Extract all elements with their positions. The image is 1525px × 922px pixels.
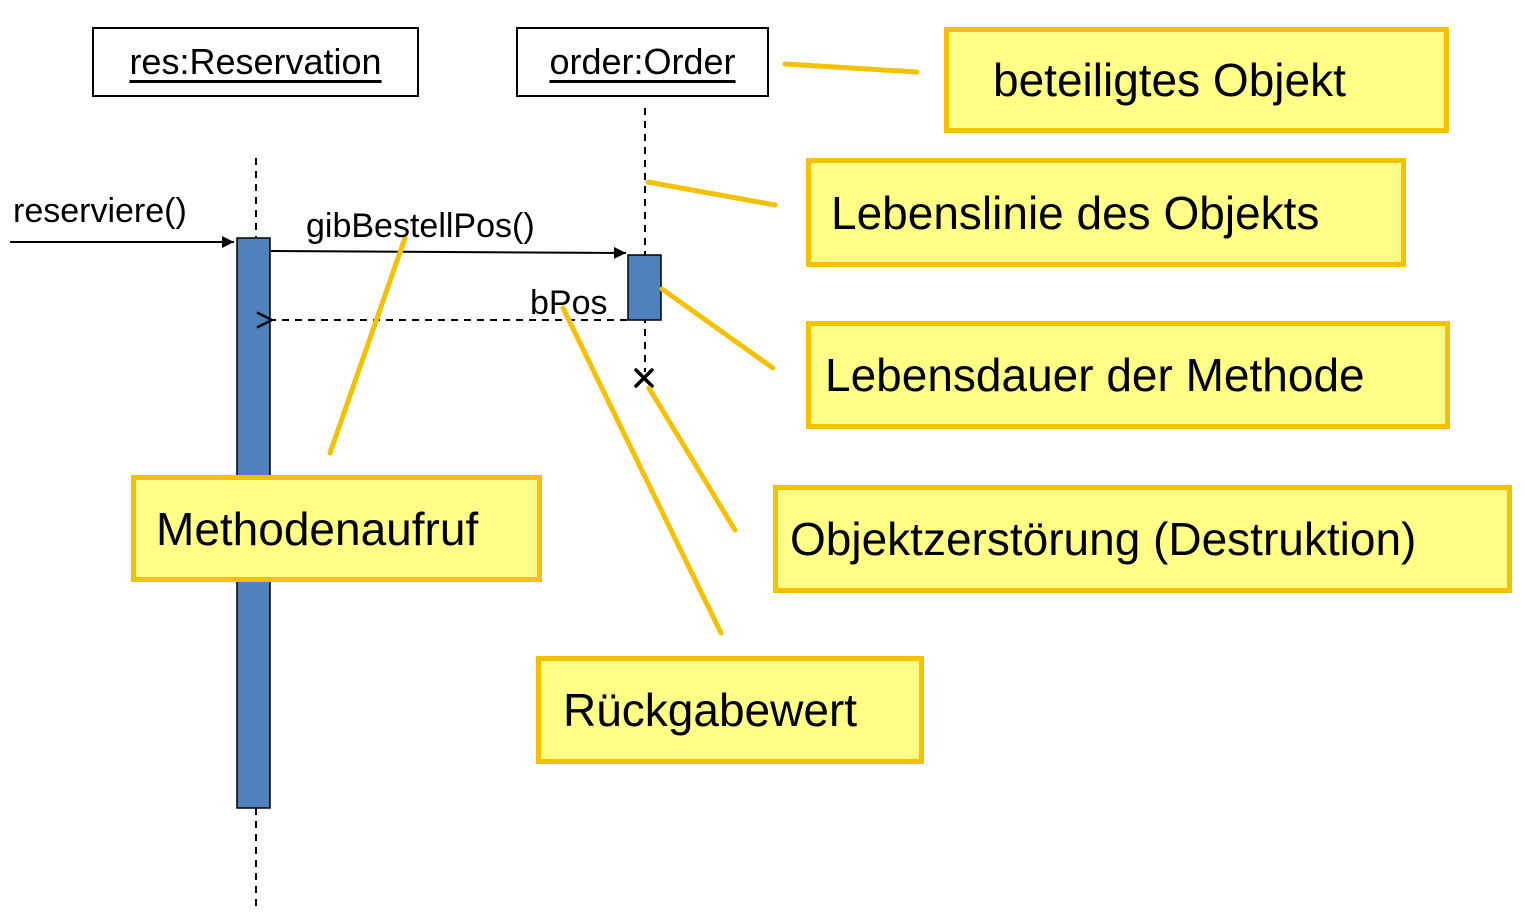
destruction-x-icon bbox=[634, 368, 654, 388]
return-note: Rückgabewert bbox=[536, 656, 924, 764]
return-value-label: bPos bbox=[530, 284, 608, 322]
order-object-label: order:Order bbox=[549, 41, 736, 82]
activation-note-text: Lebensdauer der Methode bbox=[825, 349, 1365, 401]
participant-note-text: beteiligtes Objekt bbox=[993, 54, 1346, 106]
reservation-object-label: res:Reservation bbox=[129, 41, 382, 82]
destruction-note: Objektzerstörung (Destruktion) bbox=[773, 485, 1512, 593]
participant-note: beteiligtes Objekt bbox=[944, 27, 1449, 133]
order-object-box: order:Order bbox=[516, 27, 769, 97]
method-call-note-text: Methodenaufruf bbox=[156, 502, 479, 555]
lifeline-note: Lebenslinie des Objekts bbox=[806, 158, 1406, 267]
activation-connector bbox=[659, 286, 776, 371]
method-call-note: Methodenaufruf bbox=[131, 475, 542, 582]
lifeline-connector bbox=[645, 179, 778, 208]
return-connector bbox=[560, 305, 724, 636]
destruction-connector bbox=[646, 385, 738, 533]
activation-note: Lebensdauer der Methode bbox=[806, 321, 1450, 429]
participant-connector bbox=[782, 61, 920, 75]
return-note-text: Rückgabewert bbox=[563, 684, 858, 736]
entry-call-label: reserviere() bbox=[13, 192, 187, 230]
call-label: gibBestellPos() bbox=[306, 207, 535, 245]
destruction-note-text: Objektzerstörung (Destruktion) bbox=[790, 513, 1417, 565]
reservation-object-box: res:Reservation bbox=[92, 27, 419, 97]
call-arrow bbox=[270, 246, 627, 259]
method-call-connector bbox=[327, 235, 408, 456]
order-activation-bar bbox=[627, 254, 662, 321]
lifeline-note-text: Lebenslinie des Objekts bbox=[831, 186, 1320, 239]
